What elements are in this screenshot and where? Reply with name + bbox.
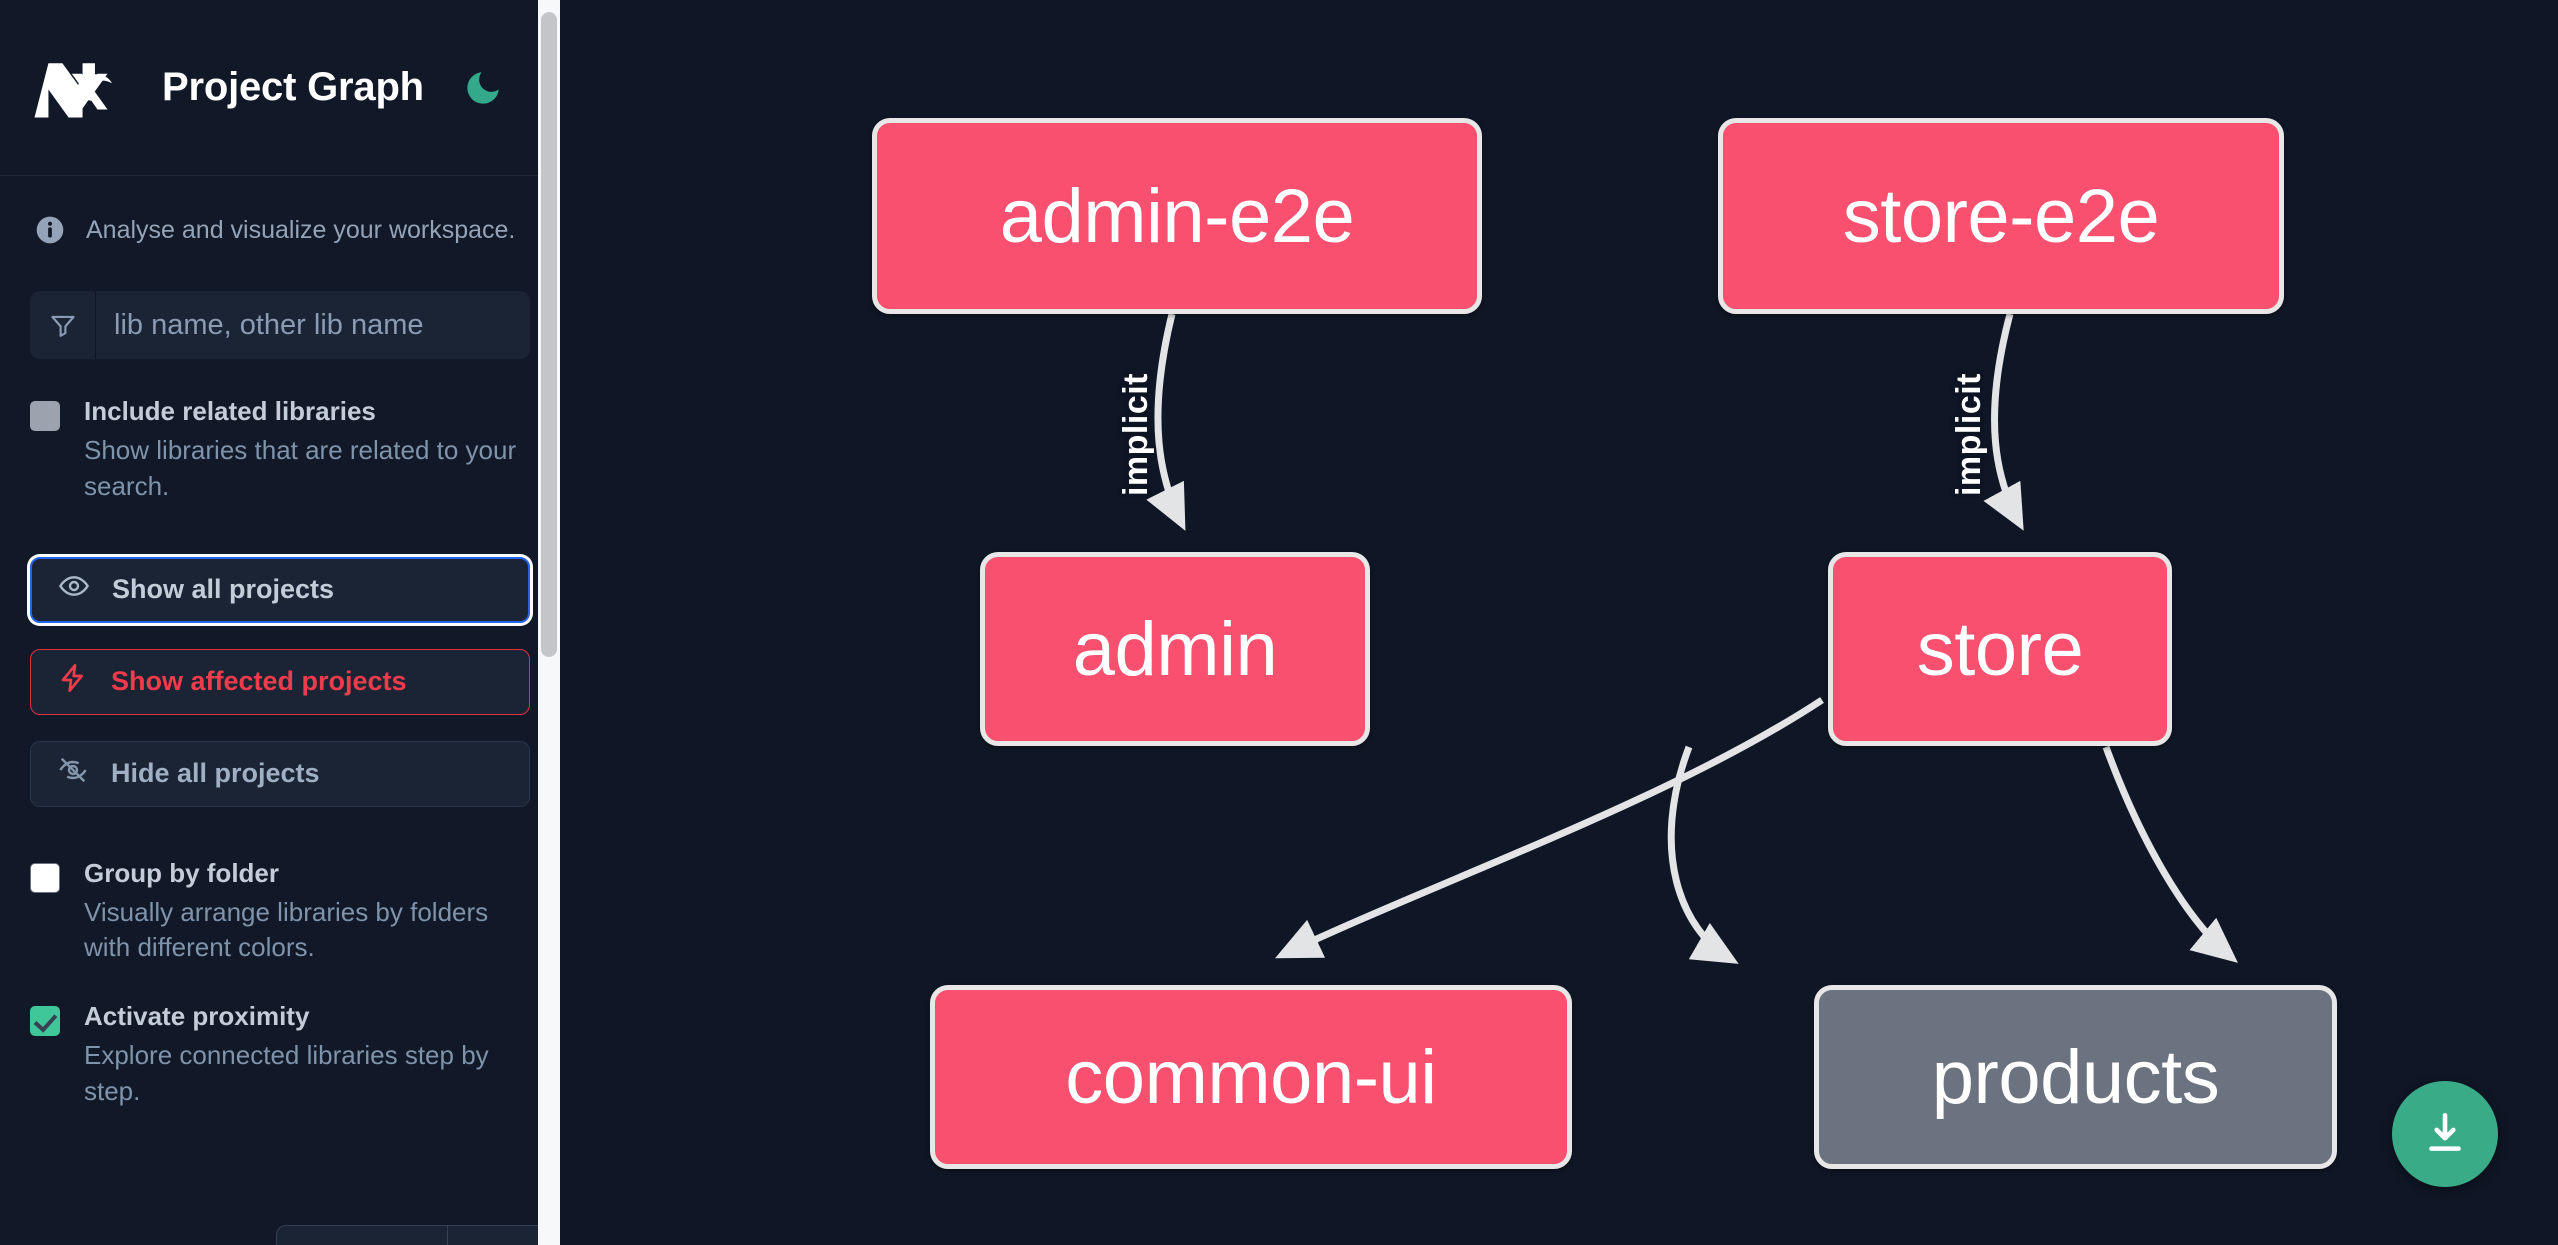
search-input[interactable] [96, 291, 530, 359]
edge-admin-e2e-admin [1146, 313, 1186, 531]
graph-node-store[interactable]: store [1828, 552, 2172, 746]
group-by-folder-checkbox[interactable] [30, 862, 60, 893]
graph-node-label: admin-e2e [999, 173, 1355, 259]
graph-node-store-e2e[interactable]: store-e2e [1718, 118, 2284, 314]
edge-admin-common-ui [1667, 745, 1739, 964]
eye-off-icon [57, 754, 89, 793]
workspace-info-text: Analyse and visualize your workspace. [86, 215, 516, 244]
graph-node-label: products [1931, 1034, 2220, 1120]
sidebar-scrollbar-track[interactable] [538, 0, 560, 1245]
sidebar-body: Include related libraries Show libraries… [0, 291, 560, 1110]
graph-node-common-ui[interactable]: common-ui [930, 985, 1572, 1169]
sidebar: Project Graph Analyse and visualize your… [0, 0, 560, 1245]
checkbox-group-by-folder[interactable]: Group by folder Visually arrange librari… [30, 857, 530, 967]
show-affected-projects-button[interactable]: Show affected projects [30, 648, 530, 715]
edge-store-e2e-store [1983, 313, 2024, 531]
sidebar-header: Project Graph [0, 0, 560, 176]
graph-node-label: common-ui [1065, 1034, 1437, 1120]
download-icon [2420, 1108, 2470, 1161]
hide-all-projects-button[interactable]: Hide all projects [30, 740, 530, 807]
graph-node-label: store [1916, 606, 2084, 692]
edge-label-admin-e2e-admin: implicit [1117, 372, 1156, 497]
include-related-libraries-checkbox[interactable] [30, 401, 60, 431]
checkbox-include-related-libraries[interactable]: Include related libraries Show libraries… [30, 396, 530, 505]
show-all-projects-label: Show all projects [112, 574, 335, 605]
download-button[interactable] [2392, 1081, 2498, 1187]
activate-proximity-checkbox[interactable] [30, 1006, 60, 1037]
edge-store-products [2102, 745, 2238, 963]
graph-node-label: store-e2e [1842, 173, 2160, 259]
graph-node-admin-e2e[interactable]: admin-e2e [872, 118, 1482, 314]
moon-icon[interactable] [460, 65, 506, 111]
hide-all-projects-label: Hide all projects [111, 758, 320, 789]
app-title: Project Graph [162, 65, 424, 109]
sidebar-scrollbar-thumb[interactable] [541, 12, 557, 657]
group-by-folder-label: Group by folder [84, 857, 279, 888]
proximity-step-button-group[interactable] [276, 1225, 560, 1245]
graph-node-admin[interactable]: admin [980, 552, 1370, 746]
graph-node-label: admin [1072, 606, 1278, 692]
lightning-icon [57, 662, 89, 701]
filter-row [30, 291, 530, 359]
group-by-folder-description: Visually arrange libraries by folders wi… [84, 896, 489, 963]
include-related-libraries-description: Show libraries that are related to your … [84, 434, 517, 501]
show-affected-projects-label: Show affected projects [111, 666, 407, 697]
edge-label-store-e2e-store: implicit [1950, 372, 1989, 497]
info-icon [34, 214, 66, 246]
graph-canvas[interactable]: admin-e2e store-e2e admin store common-u… [560, 0, 2558, 1245]
eye-icon [58, 570, 90, 609]
show-all-projects-button[interactable]: Show all projects [30, 556, 530, 623]
workspace-info: Analyse and visualize your workspace. [0, 176, 560, 246]
funnel-icon [30, 291, 96, 359]
nx-logo [34, 57, 128, 119]
activate-proximity-description: Explore connected libraries step by step… [84, 1040, 489, 1107]
activate-proximity-label: Activate proximity [84, 1001, 310, 1032]
graph-node-products[interactable]: products [1814, 985, 2337, 1169]
include-related-libraries-label: Include related libraries [84, 396, 376, 426]
checkbox-activate-proximity[interactable]: Activate proximity Explore connected lib… [30, 1001, 530, 1110]
